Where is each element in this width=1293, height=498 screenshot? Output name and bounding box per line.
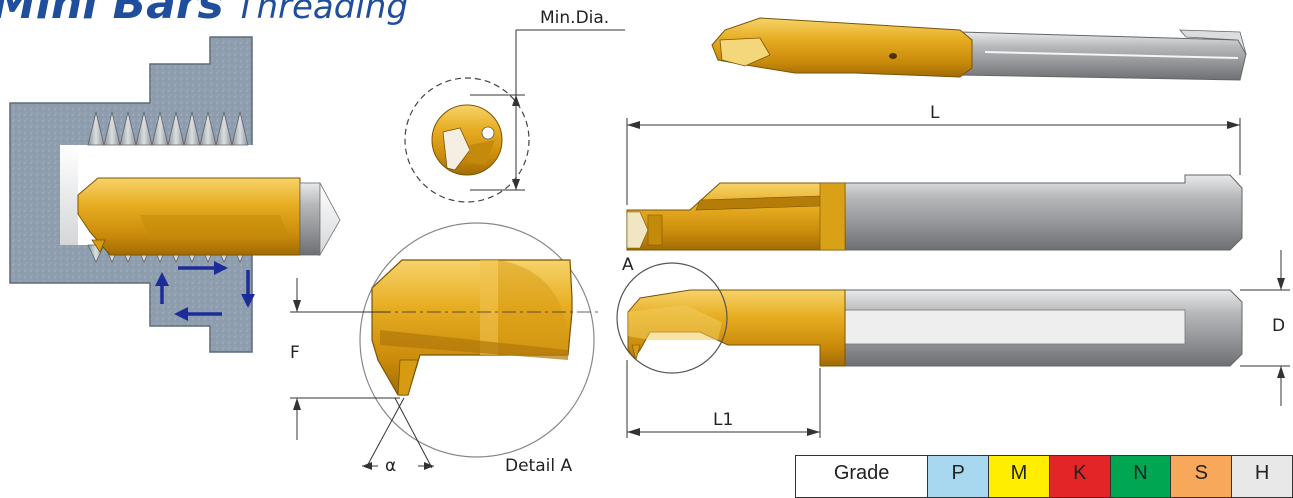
grade-header: Grade bbox=[794, 455, 929, 498]
workpiece-section bbox=[9, 36, 341, 353]
grade-cell-k: K bbox=[1048, 455, 1111, 498]
grade-row: Grade P M K N S H bbox=[794, 455, 1293, 498]
technical-drawing bbox=[9, 17, 1290, 470]
title-main: Mini Bars bbox=[0, 0, 224, 29]
grade-cell-p: P bbox=[927, 455, 989, 498]
label-detail-a: Detail A bbox=[505, 456, 573, 476]
grade-table: Grade P M K N S H bbox=[794, 455, 1293, 498]
grade-cell-m: M bbox=[987, 455, 1050, 498]
tool-side-view-upper bbox=[626, 118, 1243, 251]
label-length-L: L bbox=[930, 103, 940, 123]
label-angle-alpha: α bbox=[385, 456, 397, 476]
motion-arrows bbox=[155, 261, 255, 321]
label-diameter-D: D bbox=[1272, 316, 1286, 336]
label-min-dia: Min.Dia. bbox=[540, 8, 610, 28]
tool-side-view-lower bbox=[616, 250, 1290, 438]
title-sub: Threading bbox=[235, 0, 408, 27]
grade-cell-h: H bbox=[1231, 455, 1293, 498]
label-F: F bbox=[290, 343, 300, 363]
grade-cell-n: N bbox=[1109, 455, 1172, 498]
end-view bbox=[404, 29, 625, 203]
tool-in-bore bbox=[77, 177, 341, 257]
tool-3d-view bbox=[711, 17, 1247, 81]
label-length-L1: L1 bbox=[713, 410, 734, 430]
thread-teeth-upper bbox=[87, 111, 249, 146]
grade-cell-s: S bbox=[1170, 455, 1233, 498]
detail-a bbox=[290, 222, 600, 470]
page-title: Mini Bars Threading bbox=[0, 0, 408, 29]
label-detail-ref-A: A bbox=[622, 255, 634, 275]
